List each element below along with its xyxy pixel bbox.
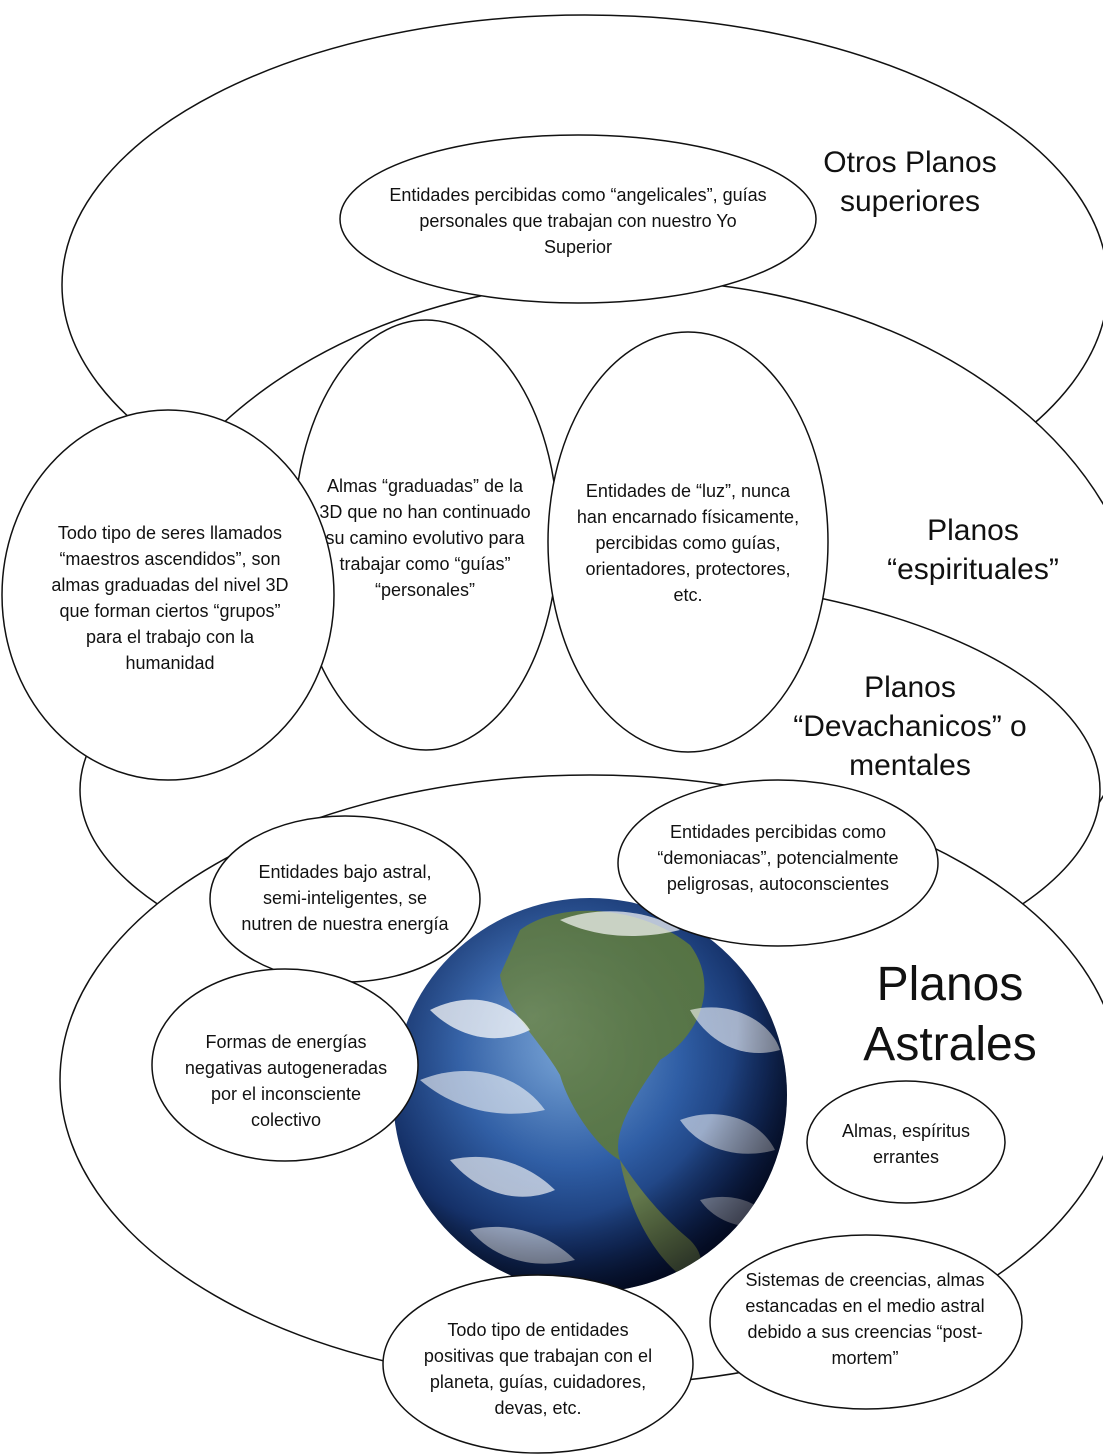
entity-almas-errantes-ellipse: [806, 1080, 1006, 1204]
plane-otros-line-1: Otros Planos: [823, 146, 997, 179]
plane-astrales-line-1: Planos: [876, 958, 1024, 1011]
entity-almas-errantes-line-2: errantes: [872, 1147, 940, 1168]
entity-creencias-text: Sistemas de creencias, almas estancadas …: [712, 1267, 1018, 1371]
entity-formas-text: Formas de energías negativas autogenerad…: [160, 1029, 412, 1133]
plane-devachanicos-label: Planos “Devachanicos” o mentales: [760, 668, 1060, 785]
entity-demoniacas-ellipse: [617, 779, 939, 947]
entity-bajo-astral-line-3: nutren de nuestra energía: [241, 914, 449, 935]
entity-angelicales-line-1: Entidades percibidas como “angelicales”,…: [389, 185, 767, 205]
entity-angelicales-line-2: personales que trabajan con nuestro Yo: [419, 211, 737, 232]
entity-positivas-line-3: planeta, guías, cuidadores,: [429, 1372, 647, 1393]
entity-luz-ellipse: [547, 331, 829, 753]
entity-maestros-line-3: almas graduadas del nivel 3D: [51, 575, 289, 596]
entity-creencias-ellipse: [709, 1234, 1023, 1410]
entity-graduadas-line-4: trabajar como “guías”: [339, 554, 511, 575]
entity-angelicales-line-3: Superior: [543, 237, 613, 258]
entity-bajo-astral-text: Entidades bajo astral, semi-inteligentes…: [215, 859, 475, 937]
entity-luz-line-5: etc.: [673, 585, 703, 606]
entity-bajo-astral-line-2: semi-inteligentes, se: [262, 888, 428, 909]
plane-espirituales-line-1: Planos: [927, 514, 1019, 547]
entity-formas-line-3: por el inconsciente: [210, 1084, 362, 1105]
entity-demoniacas-text: Entidades percibidas como “demoniacas”, …: [628, 819, 928, 897]
entity-luz-line-2: han encarnado físicamente,: [576, 507, 800, 528]
entity-luz-text: Entidades de “luz”, nunca han encarnado …: [556, 478, 820, 608]
entity-formas-ellipse: [151, 968, 419, 1162]
entity-formas-line-2: negativas autogeneradas: [184, 1058, 388, 1079]
entity-positivas-ellipse: [382, 1274, 694, 1454]
plane-espirituales-line-2: “espirituales”: [887, 553, 1059, 586]
entity-creencias-line-3: debido a sus creencias “post-: [747, 1322, 983, 1343]
entity-maestros-line-2: “maestros ascendidos”, son: [59, 549, 281, 570]
entity-formas-line-4: colectivo: [250, 1110, 322, 1131]
entity-formas-line-1: Formas de energías: [205, 1032, 367, 1052]
entity-bajo-astral-line-1: Entidades bajo astral,: [258, 862, 432, 882]
earth-globe: [393, 898, 787, 1292]
entity-creencias-line-2: estancadas en el medio astral: [745, 1296, 985, 1317]
entity-maestros-line-4: que forman ciertos “grupos”: [59, 601, 281, 622]
entity-graduadas-line-3: su camino evolutivo para: [325, 528, 525, 549]
plane-devachanicos-line-1: Planos: [864, 671, 956, 704]
plane-astrales-line-2: Astrales: [863, 1018, 1037, 1071]
entity-maestros-line-6: humanidad: [125, 653, 215, 674]
entity-maestros-line-5: para el trabajo con la: [85, 627, 255, 648]
entity-demoniacas-line-2: “demoniacas”, potencialmente: [657, 848, 899, 869]
entity-luz-line-4: orientadores, protectores,: [585, 559, 791, 580]
entity-creencias-line-4: mortem”: [831, 1348, 899, 1369]
plane-otros-line-2: superiores: [839, 185, 981, 218]
plane-devachanicos-line-2: “Devachanicos” o: [793, 710, 1027, 743]
entity-maestros-text: Todo tipo de seres llamados “maestros as…: [20, 520, 320, 677]
entity-graduadas-line-5: “personales”: [374, 580, 476, 601]
entity-creencias-line-1: Sistemas de creencias, almas: [745, 1270, 985, 1290]
plane-astrales-label: Planos Astrales: [835, 955, 1065, 1075]
entity-almas-errantes-line-1: Almas, espíritus: [841, 1121, 971, 1141]
entity-graduadas-line-1: Almas “graduadas” de la: [326, 476, 524, 496]
entity-angelicales-ellipse: [339, 134, 817, 304]
entity-demoniacas-line-1: Entidades percibidas como: [669, 822, 887, 842]
entity-maestros-ellipse: [1, 409, 335, 781]
entity-graduadas-text: Almas “graduadas” de la 3D que no han co…: [300, 473, 550, 603]
entity-positivas-line-1: Todo tipo de entidades: [447, 1320, 629, 1340]
plane-devachanicos-line-3: mentales: [849, 749, 971, 782]
plane-espirituales-label: Planos “espirituales”: [858, 511, 1088, 589]
entity-positivas-line-4: devas, etc.: [494, 1398, 582, 1419]
entity-luz-line-1: Entidades de “luz”, nunca: [585, 481, 791, 501]
entity-luz-line-3: percibidas como guías,: [595, 533, 781, 554]
entity-demoniacas-line-3: peligrosas, autoconscientes: [666, 874, 890, 895]
entity-almas-errantes-text: Almas, espíritus errantes: [816, 1118, 996, 1170]
entity-graduadas-line-2: 3D que no han continuado: [319, 502, 531, 523]
entity-maestros-line-1: Todo tipo de seres llamados: [57, 523, 283, 543]
plane-otros-label: Otros Planos superiores: [760, 143, 1060, 221]
entity-positivas-text: Todo tipo de entidades positivas que tra…: [386, 1317, 690, 1421]
entity-positivas-line-2: positivas que trabajan con el: [423, 1346, 653, 1367]
entity-angelicales-text: Entidades percibidas como “angelicales”,…: [348, 182, 808, 260]
